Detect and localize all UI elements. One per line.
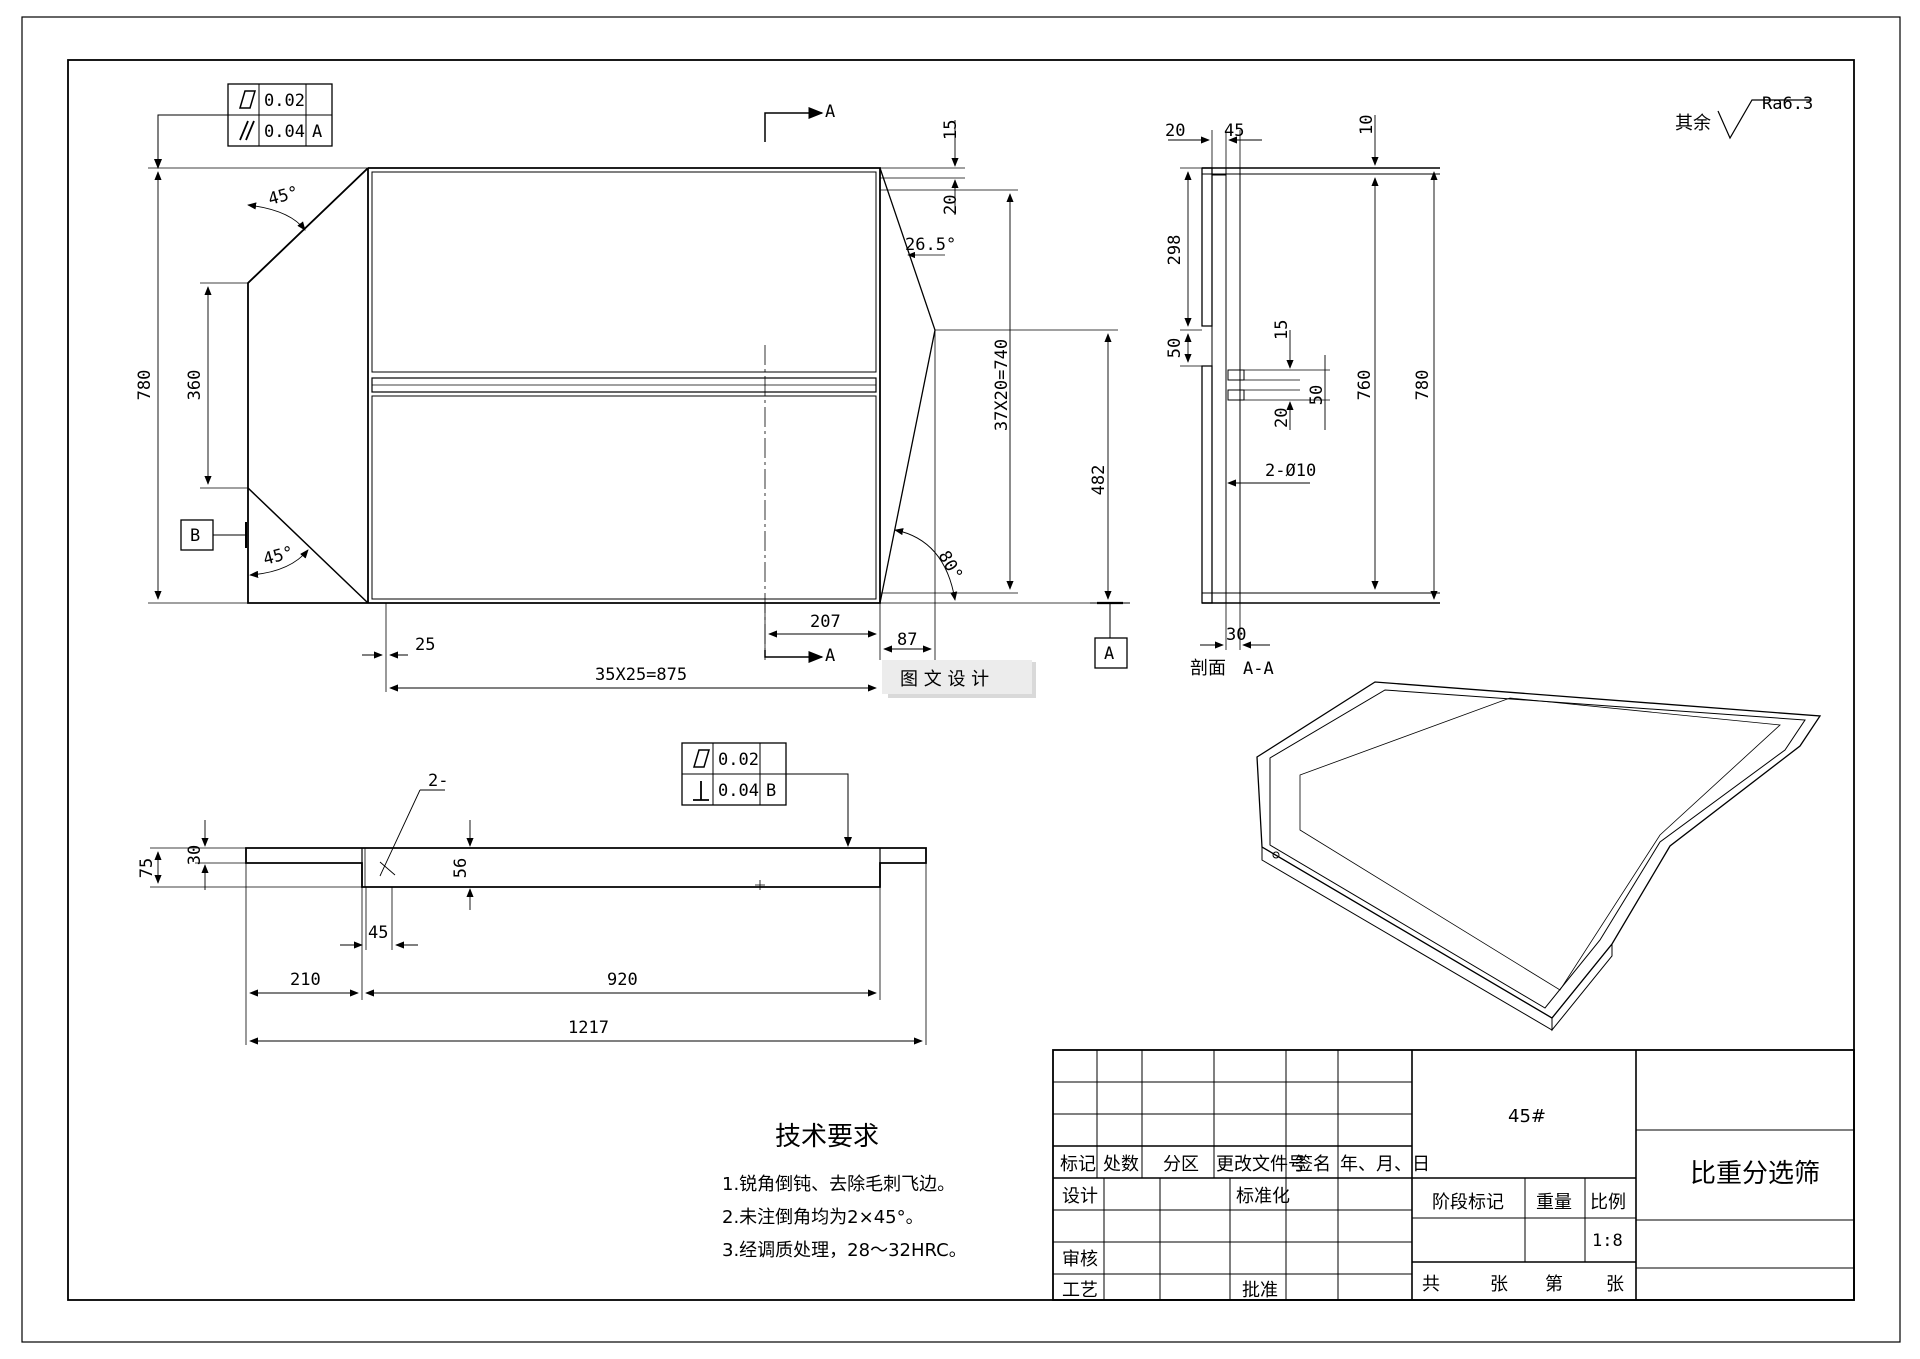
svg-text:A: A: [1104, 644, 1114, 664]
svg-text:207: 207: [810, 612, 841, 632]
svg-text:760: 760: [1355, 370, 1375, 401]
svg-text:45: 45: [368, 923, 388, 943]
svg-text:年、月、日: 年、月、日: [1340, 1154, 1430, 1175]
perpendicular-icon: [693, 781, 709, 801]
svg-text:0.02: 0.02: [718, 750, 759, 770]
svg-text:阶段标记: 阶段标记: [1432, 1192, 1504, 1213]
outer-frame: [21, 16, 1901, 1343]
svg-text:Ra6.3: Ra6.3: [1762, 94, 1813, 114]
svg-text:0.04: 0.04: [718, 781, 759, 801]
svg-text:87: 87: [897, 630, 917, 650]
perforated-panel-lower: [371, 395, 877, 600]
svg-text:其余: 其余: [1675, 113, 1711, 134]
plan-view: 0.02 0.04 A A B: [135, 83, 1130, 692]
section-view: 20 45 10 298 50 15 20 50 760 780 2-Ø10: [1165, 115, 1440, 679]
svg-text:0.04: 0.04: [264, 122, 305, 142]
svg-text:2-Ø10: 2-Ø10: [1265, 461, 1316, 481]
svg-text:标记: 标记: [1060, 1154, 1096, 1175]
svg-text:45#: 45#: [1508, 1106, 1546, 1127]
svg-text:B: B: [190, 526, 200, 546]
inner-frame: [67, 59, 1855, 1301]
roughness-symbol: 其余 Ra6.3: [1675, 94, 1813, 140]
parallel-icon: [239, 120, 255, 141]
datum-b-label: B: [180, 519, 247, 551]
svg-text:15: 15: [941, 120, 961, 140]
svg-text:75: 75: [137, 858, 157, 878]
perforated-deck: [1299, 697, 1781, 991]
svg-text:工艺: 工艺: [1062, 1280, 1098, 1301]
svg-text:45: 45: [1224, 121, 1244, 141]
svg-text:10: 10: [1357, 115, 1377, 135]
svg-text:A: A: [825, 646, 835, 666]
watermark: 图 文 设 计: [882, 660, 1036, 698]
svg-text:35X25=875: 35X25=875: [595, 665, 687, 685]
svg-text:共: 共: [1422, 1274, 1440, 1295]
svg-text:批准: 批准: [1242, 1280, 1278, 1301]
svg-text:重量: 重量: [1536, 1192, 1572, 1213]
svg-text:25: 25: [415, 635, 435, 655]
svg-text:2-: 2-: [428, 771, 448, 791]
svg-text:A-A: A-A: [1243, 659, 1274, 679]
front-view: 0.02 0.04 B 2- 75 30 56 45: [137, 742, 927, 1045]
svg-text:37X20=740: 37X20=740: [992, 339, 1012, 431]
svg-text:50: 50: [1307, 385, 1327, 405]
svg-text:比重分选筛: 比重分选筛: [1690, 1159, 1820, 1189]
svg-text:20: 20: [941, 195, 961, 215]
svg-text:第: 第: [1545, 1274, 1563, 1295]
tolerance-frame-top: 0.02 0.04 A: [154, 83, 333, 169]
flatness-icon: [692, 749, 711, 768]
technical-requirements: 技术要求 1.锐角倒钝、去除毛刺飞边。 2.未注倒角均为2×45°。 3.经调质…: [722, 1122, 967, 1261]
svg-text:20: 20: [1272, 408, 1292, 428]
svg-text:56: 56: [451, 858, 471, 878]
isometric-view: [1256, 681, 1822, 1032]
svg-text:298: 298: [1165, 235, 1185, 266]
svg-text:360: 360: [185, 370, 205, 401]
svg-text:3.经调质处理，28～32HRC。: 3.经调质处理，28～32HRC。: [722, 1240, 967, 1261]
svg-text:分区: 分区: [1163, 1154, 1199, 1175]
svg-text:1:8: 1:8: [1592, 1231, 1623, 1251]
svg-text:26.5°: 26.5°: [905, 235, 956, 255]
svg-text:0.02: 0.02: [264, 91, 305, 111]
svg-text:更改文件号: 更改文件号: [1216, 1154, 1306, 1175]
svg-text:45°: 45°: [266, 183, 301, 210]
svg-text:920: 920: [607, 970, 638, 990]
svg-text:B: B: [766, 781, 776, 801]
svg-text:处数: 处数: [1103, 1154, 1139, 1175]
svg-text:1217: 1217: [568, 1018, 609, 1038]
svg-text:80°: 80°: [934, 548, 967, 585]
title-block: 标记 处数 分区 更改文件号 签名 年、月、日 设计 标准化 审核 工艺 批准 …: [1052, 1049, 1855, 1301]
svg-text:20: 20: [1165, 121, 1185, 141]
svg-text:比例: 比例: [1590, 1192, 1626, 1213]
svg-text:设计: 设计: [1062, 1186, 1098, 1207]
svg-text:30: 30: [1226, 625, 1246, 645]
svg-text:图 文 设 计: 图 文 设 计: [900, 669, 989, 690]
svg-text:审核: 审核: [1062, 1249, 1098, 1270]
tolerance-frame-front: 0.02 0.04 B: [681, 742, 852, 847]
svg-text:780: 780: [1413, 370, 1433, 401]
svg-text:1.锐角倒钝、去除毛刺飞边。: 1.锐角倒钝、去除毛刺飞边。: [722, 1174, 955, 1195]
svg-text:780: 780: [135, 370, 155, 401]
datum-a-label: A: [1090, 601, 1130, 669]
svg-text:210: 210: [290, 970, 321, 990]
svg-text:张: 张: [1490, 1274, 1508, 1295]
svg-text:标准化: 标准化: [1236, 1186, 1290, 1207]
svg-text:签名: 签名: [1295, 1154, 1331, 1175]
svg-text:A: A: [312, 122, 322, 142]
svg-text:50: 50: [1165, 338, 1185, 358]
svg-text:剖面: 剖面: [1190, 658, 1226, 679]
svg-text:482: 482: [1089, 465, 1109, 496]
svg-text:2.未注倒角均为2×45°。: 2.未注倒角均为2×45°。: [722, 1207, 924, 1228]
svg-text:技术要求: 技术要求: [775, 1122, 879, 1152]
svg-text:30: 30: [185, 845, 205, 865]
svg-text:15: 15: [1272, 320, 1292, 340]
svg-text:A: A: [825, 102, 835, 122]
svg-text:张: 张: [1606, 1274, 1624, 1295]
flatness-icon: [238, 90, 257, 109]
svg-text:45°: 45°: [261, 543, 296, 570]
perforated-panel-upper: [371, 171, 877, 373]
